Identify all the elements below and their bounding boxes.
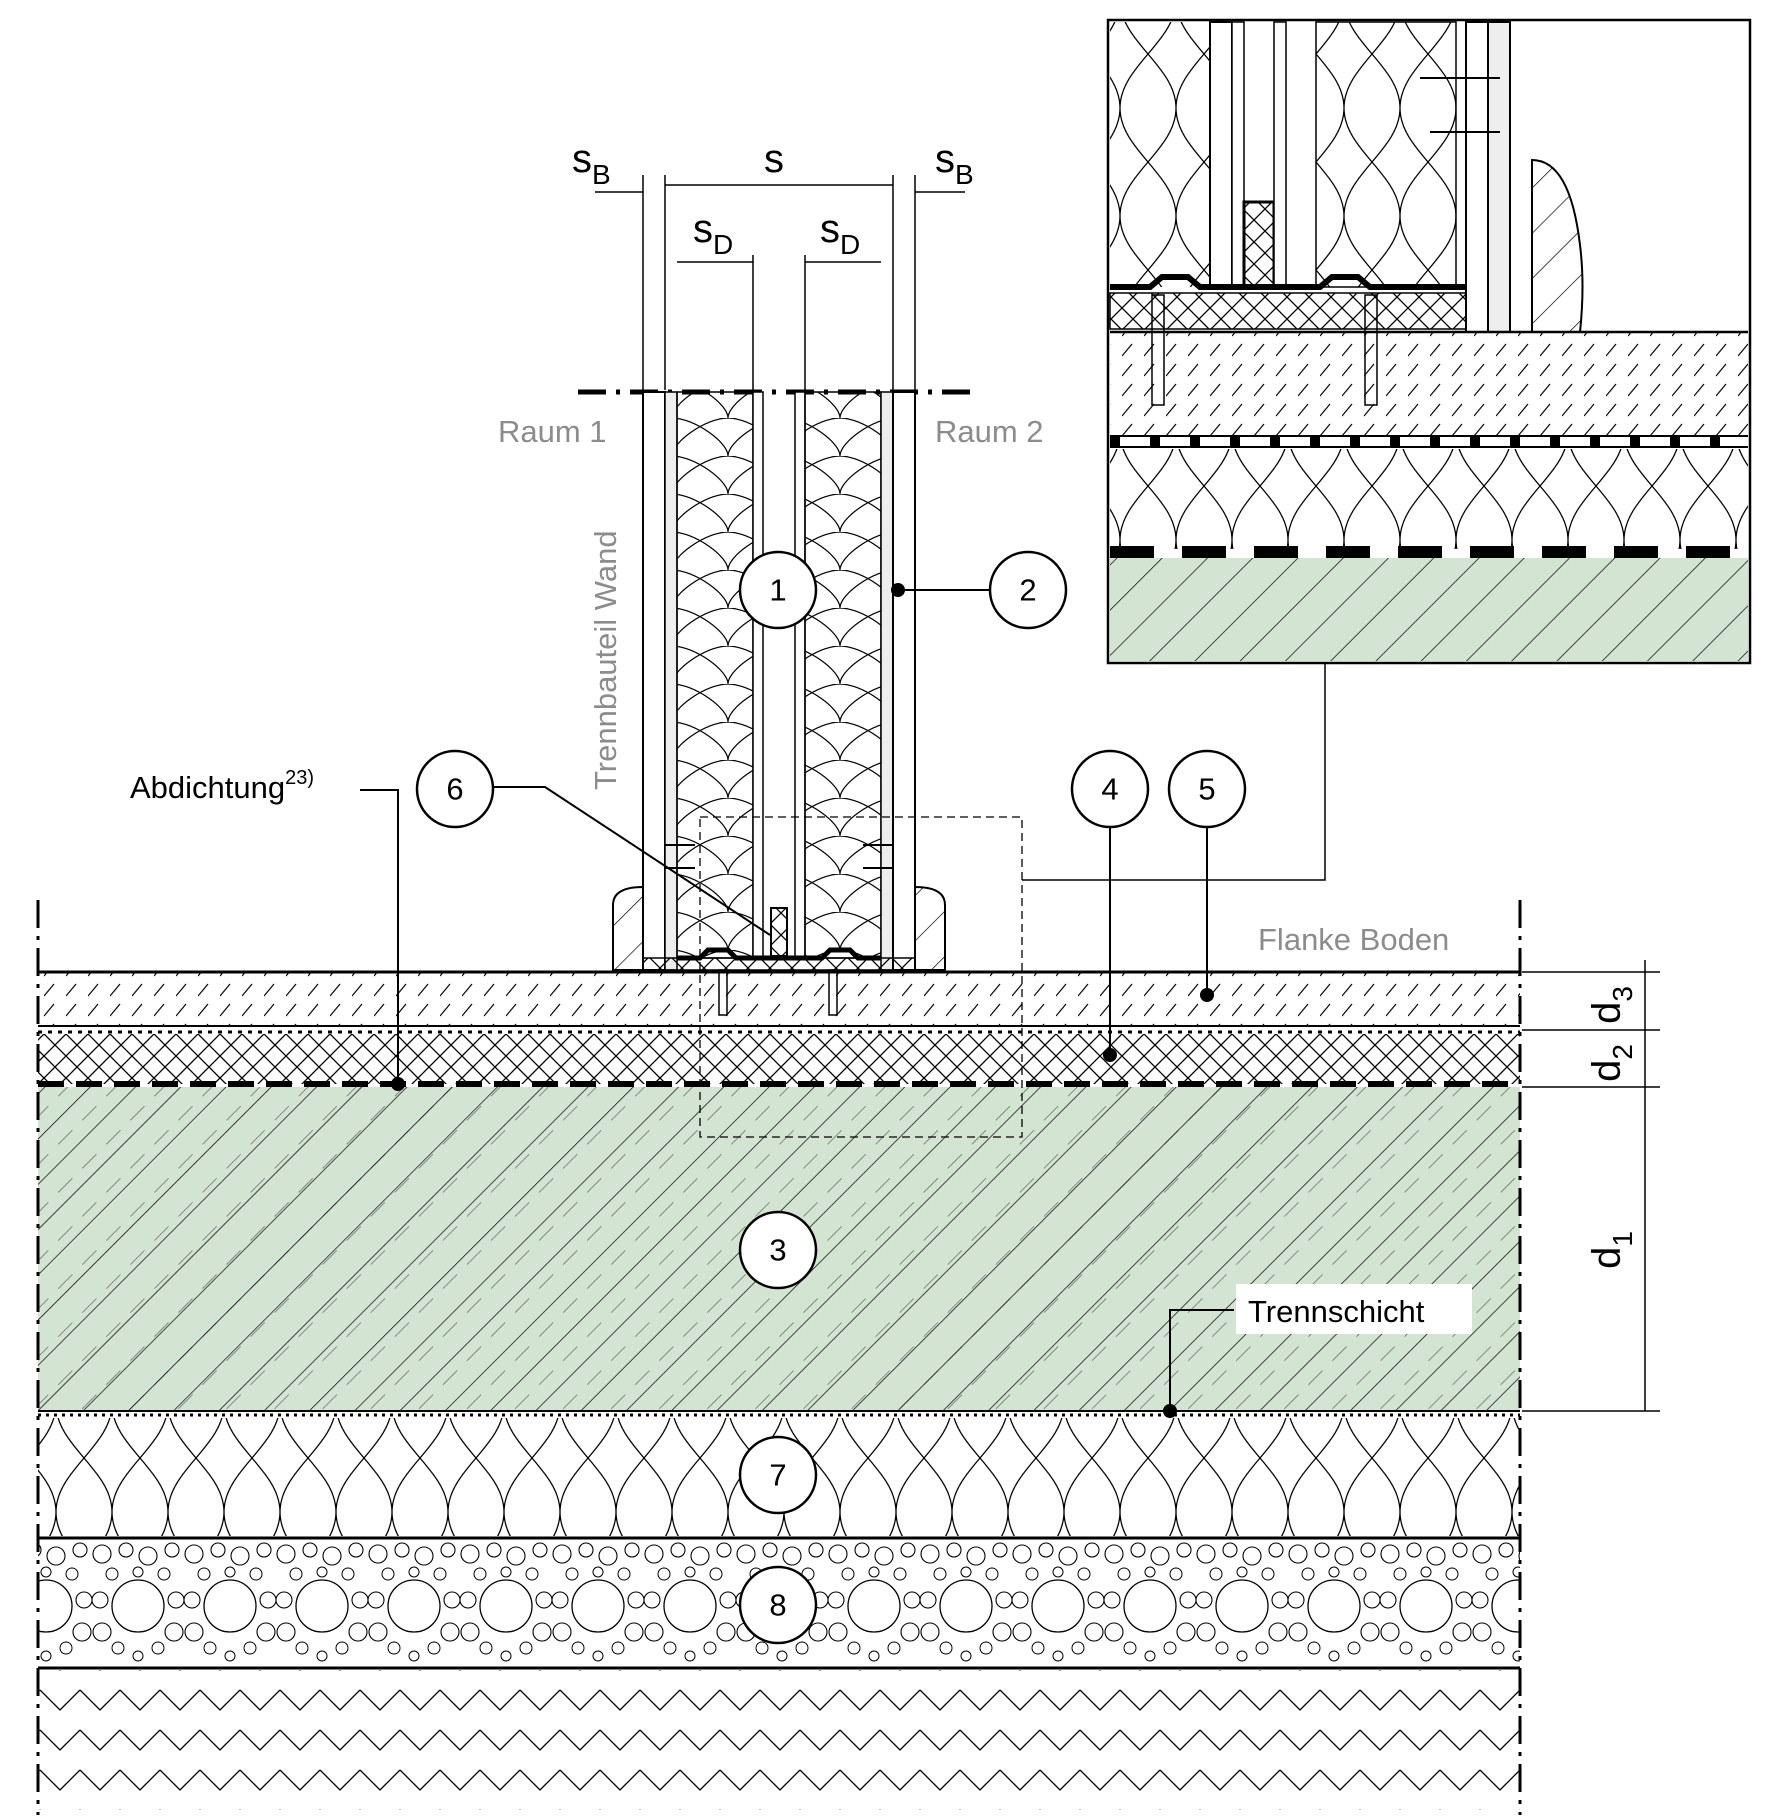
- callout-markers: 1 2 3 4 5 6 7 8: [415, 550, 1247, 1645]
- skirting-right: [914, 885, 946, 971]
- elastic-strip: [770, 907, 788, 957]
- svg-text:sB: sB: [572, 137, 611, 190]
- sealing-label: Abdichtung: [130, 770, 285, 805]
- dim-d2: d: [1585, 1060, 1629, 1082]
- dim-d1: d: [1585, 1247, 1629, 1269]
- dim-sb-left: s: [572, 137, 592, 181]
- svg-text:d2: d2: [1585, 1044, 1638, 1082]
- dim-sb-left-sub: B: [592, 159, 611, 190]
- dim-sd-right: s: [820, 207, 840, 251]
- leader-lines: [360, 589, 1234, 1411]
- wall-dimensions: [595, 175, 965, 390]
- screed-layer: [38, 972, 1520, 1026]
- wall-insulation-left: [676, 391, 754, 959]
- floor-section: [36, 900, 1522, 1815]
- svg-text:sB: sB: [935, 137, 974, 190]
- marker-6: 6: [446, 772, 463, 807]
- separation-layer-label: Trennschicht: [1248, 1294, 1425, 1329]
- dim-s: s: [764, 137, 784, 181]
- marker-4: 4: [1101, 772, 1118, 807]
- marker-8: 8: [769, 1588, 786, 1623]
- dim-sd-left-sub: D: [713, 229, 733, 260]
- svg-text:d1: d1: [1585, 1231, 1638, 1269]
- svg-text:d3: d3: [1585, 986, 1638, 1024]
- dim-sd-left: s: [693, 207, 713, 251]
- impact-insulation-layer: [38, 1034, 1520, 1084]
- detail-frame: [699, 816, 1023, 1138]
- wall-label: Trennbauteil Wand: [588, 530, 623, 790]
- dim-d1-sub: 1: [1607, 1231, 1638, 1247]
- svg-text:sD: sD: [820, 207, 860, 260]
- room-2-label: Raum 2: [935, 414, 1044, 449]
- leader-dots: [391, 583, 1214, 1418]
- dim-sb-right-sub: B: [955, 159, 974, 190]
- dim-d3: d: [1585, 1002, 1629, 1024]
- sealing-footnote: 23): [285, 767, 314, 789]
- dim-d3-sub: 3: [1607, 986, 1638, 1002]
- dimension-labels: sB s sB sD sD: [572, 137, 974, 260]
- marker-7: 7: [769, 1458, 786, 1493]
- marker-3: 3: [769, 1233, 786, 1268]
- floor-dimension-labels: d3 d2 d1: [1585, 986, 1638, 1269]
- marker-2: 2: [1019, 573, 1036, 608]
- floor-dimensions: [1522, 960, 1660, 1412]
- svg-text:Abdichtung23): Abdichtung23): [130, 767, 314, 805]
- partition-wall: [578, 389, 980, 1016]
- wall-insulation-right: [804, 391, 882, 959]
- dim-sb-right: s: [935, 137, 955, 181]
- dim-d2-sub: 2: [1607, 1044, 1638, 1060]
- room-1-label: Raum 1: [498, 414, 607, 449]
- dim-sd-right-sub: D: [840, 229, 860, 260]
- skirting-left: [612, 885, 644, 971]
- floor-flank-label: Flanke Boden: [1258, 922, 1449, 957]
- marker-5: 5: [1198, 772, 1215, 807]
- marker-1: 1: [769, 573, 786, 608]
- inset-detail: [1106, 18, 1752, 665]
- soil-layer: [38, 1670, 1520, 1810]
- svg-text:sD: sD: [693, 207, 733, 260]
